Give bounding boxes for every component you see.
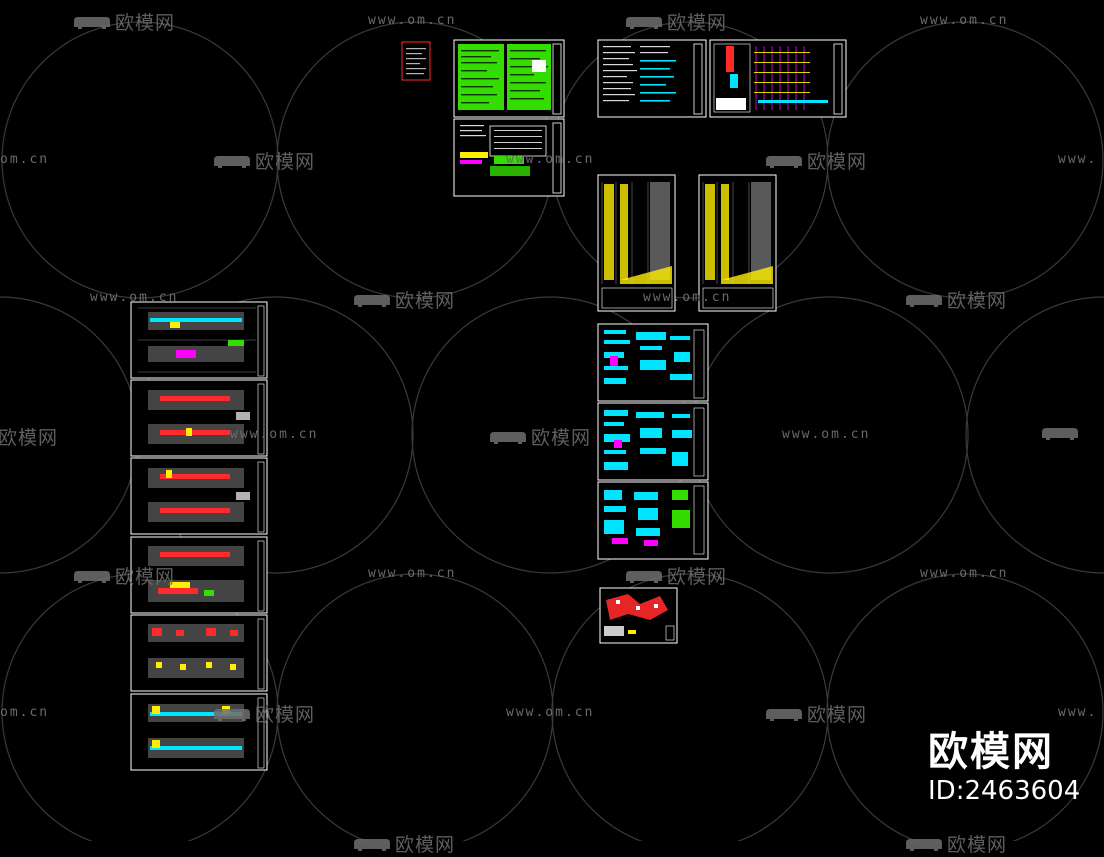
sofa-logo-icon (766, 709, 802, 721)
sofa-logo-icon (906, 839, 942, 851)
brand-name: 欧模网 (928, 729, 1054, 775)
watermark-url: www.om.cn (782, 427, 871, 442)
distribution-diagram-sheet-2[interactable] (597, 402, 709, 481)
watermark-brand: 欧模网 (72, 8, 175, 35)
sofa-logo-icon (354, 295, 390, 307)
sofa-logo-icon (214, 709, 250, 721)
model-id: ID:2463604 (928, 776, 1081, 806)
watermark-url: www.om.cn (230, 427, 319, 442)
watermark-url: www.om.cn (643, 290, 732, 305)
watermark-url: www.om.cn (90, 290, 179, 305)
cover-sheet[interactable] (401, 41, 431, 81)
sofa-logo-icon (766, 156, 802, 168)
watermark-brand: 欧模网 (352, 830, 455, 857)
watermark-url: www.om.cn (368, 566, 457, 581)
sofa-logo-icon (74, 17, 110, 29)
watermark-brand: 欧模网 (904, 830, 1007, 857)
floor-plan-sheet-2[interactable] (130, 379, 268, 457)
watermark-brand: 欧模网 (352, 286, 455, 313)
watermark-url: www.om.cn (920, 13, 1009, 28)
watermark-url: www. (1058, 152, 1098, 167)
floor-plan-sheet-6[interactable] (130, 693, 268, 771)
watermark-brand: 欧模网 (0, 427, 59, 449)
watermark-brand: 欧模网 (764, 147, 867, 174)
brand-badge: 欧模网 ID:2463604 (928, 728, 1080, 806)
sofa-logo-icon (626, 571, 662, 583)
watermark-url: om.cn (0, 705, 50, 720)
watermark-url: www.om.cn (920, 566, 1009, 581)
watermark-brand: 欧模网 (488, 423, 591, 450)
watermark-brand: 欧模网 (764, 700, 867, 727)
system-schematic-sheet[interactable] (709, 39, 847, 118)
watermark-url: om.cn (0, 152, 50, 167)
sofa-logo-icon (354, 839, 390, 851)
distribution-diagram-sheet-3[interactable] (597, 481, 709, 560)
sofa-logo-icon (74, 571, 110, 583)
riser-table-sheet-2[interactable] (698, 174, 777, 312)
watermark-url: www.om.cn (506, 152, 595, 167)
watermark-url: www. (1058, 705, 1098, 720)
riser-table-sheet-1[interactable] (597, 174, 676, 312)
floor-plan-sheet-1[interactable] (130, 301, 268, 379)
floor-plan-sheet-3[interactable] (130, 457, 268, 535)
sofa-logo-icon (1042, 428, 1078, 440)
design-notes-sheet-1[interactable] (453, 39, 565, 118)
watermark-brand: 欧模网 (624, 562, 727, 589)
watermark-url: www.om.cn (506, 705, 595, 720)
design-notes-sheet-2[interactable] (453, 118, 565, 197)
floor-plan-sheet-5[interactable] (130, 614, 268, 692)
watermark-brand: 欧模网 (904, 286, 1007, 313)
watermark-brand: 欧模网 (212, 700, 315, 727)
fire-plan-sheet[interactable] (599, 587, 678, 644)
sofa-logo-icon (214, 156, 250, 168)
equipment-list-sheet[interactable] (597, 39, 707, 118)
watermark-url: www.om.cn (368, 13, 457, 28)
distribution-diagram-sheet-1[interactable] (597, 323, 709, 402)
sofa-logo-icon (490, 432, 526, 444)
watermark-brand (1040, 423, 1083, 445)
floor-plan-sheet-4[interactable] (130, 536, 268, 614)
sofa-logo-icon (626, 17, 662, 29)
watermark-brand: 欧模网 (624, 8, 727, 35)
watermark-brand: 欧模网 (212, 147, 315, 174)
sofa-logo-icon (906, 295, 942, 307)
watermark-brand: 欧模网 (72, 562, 175, 589)
